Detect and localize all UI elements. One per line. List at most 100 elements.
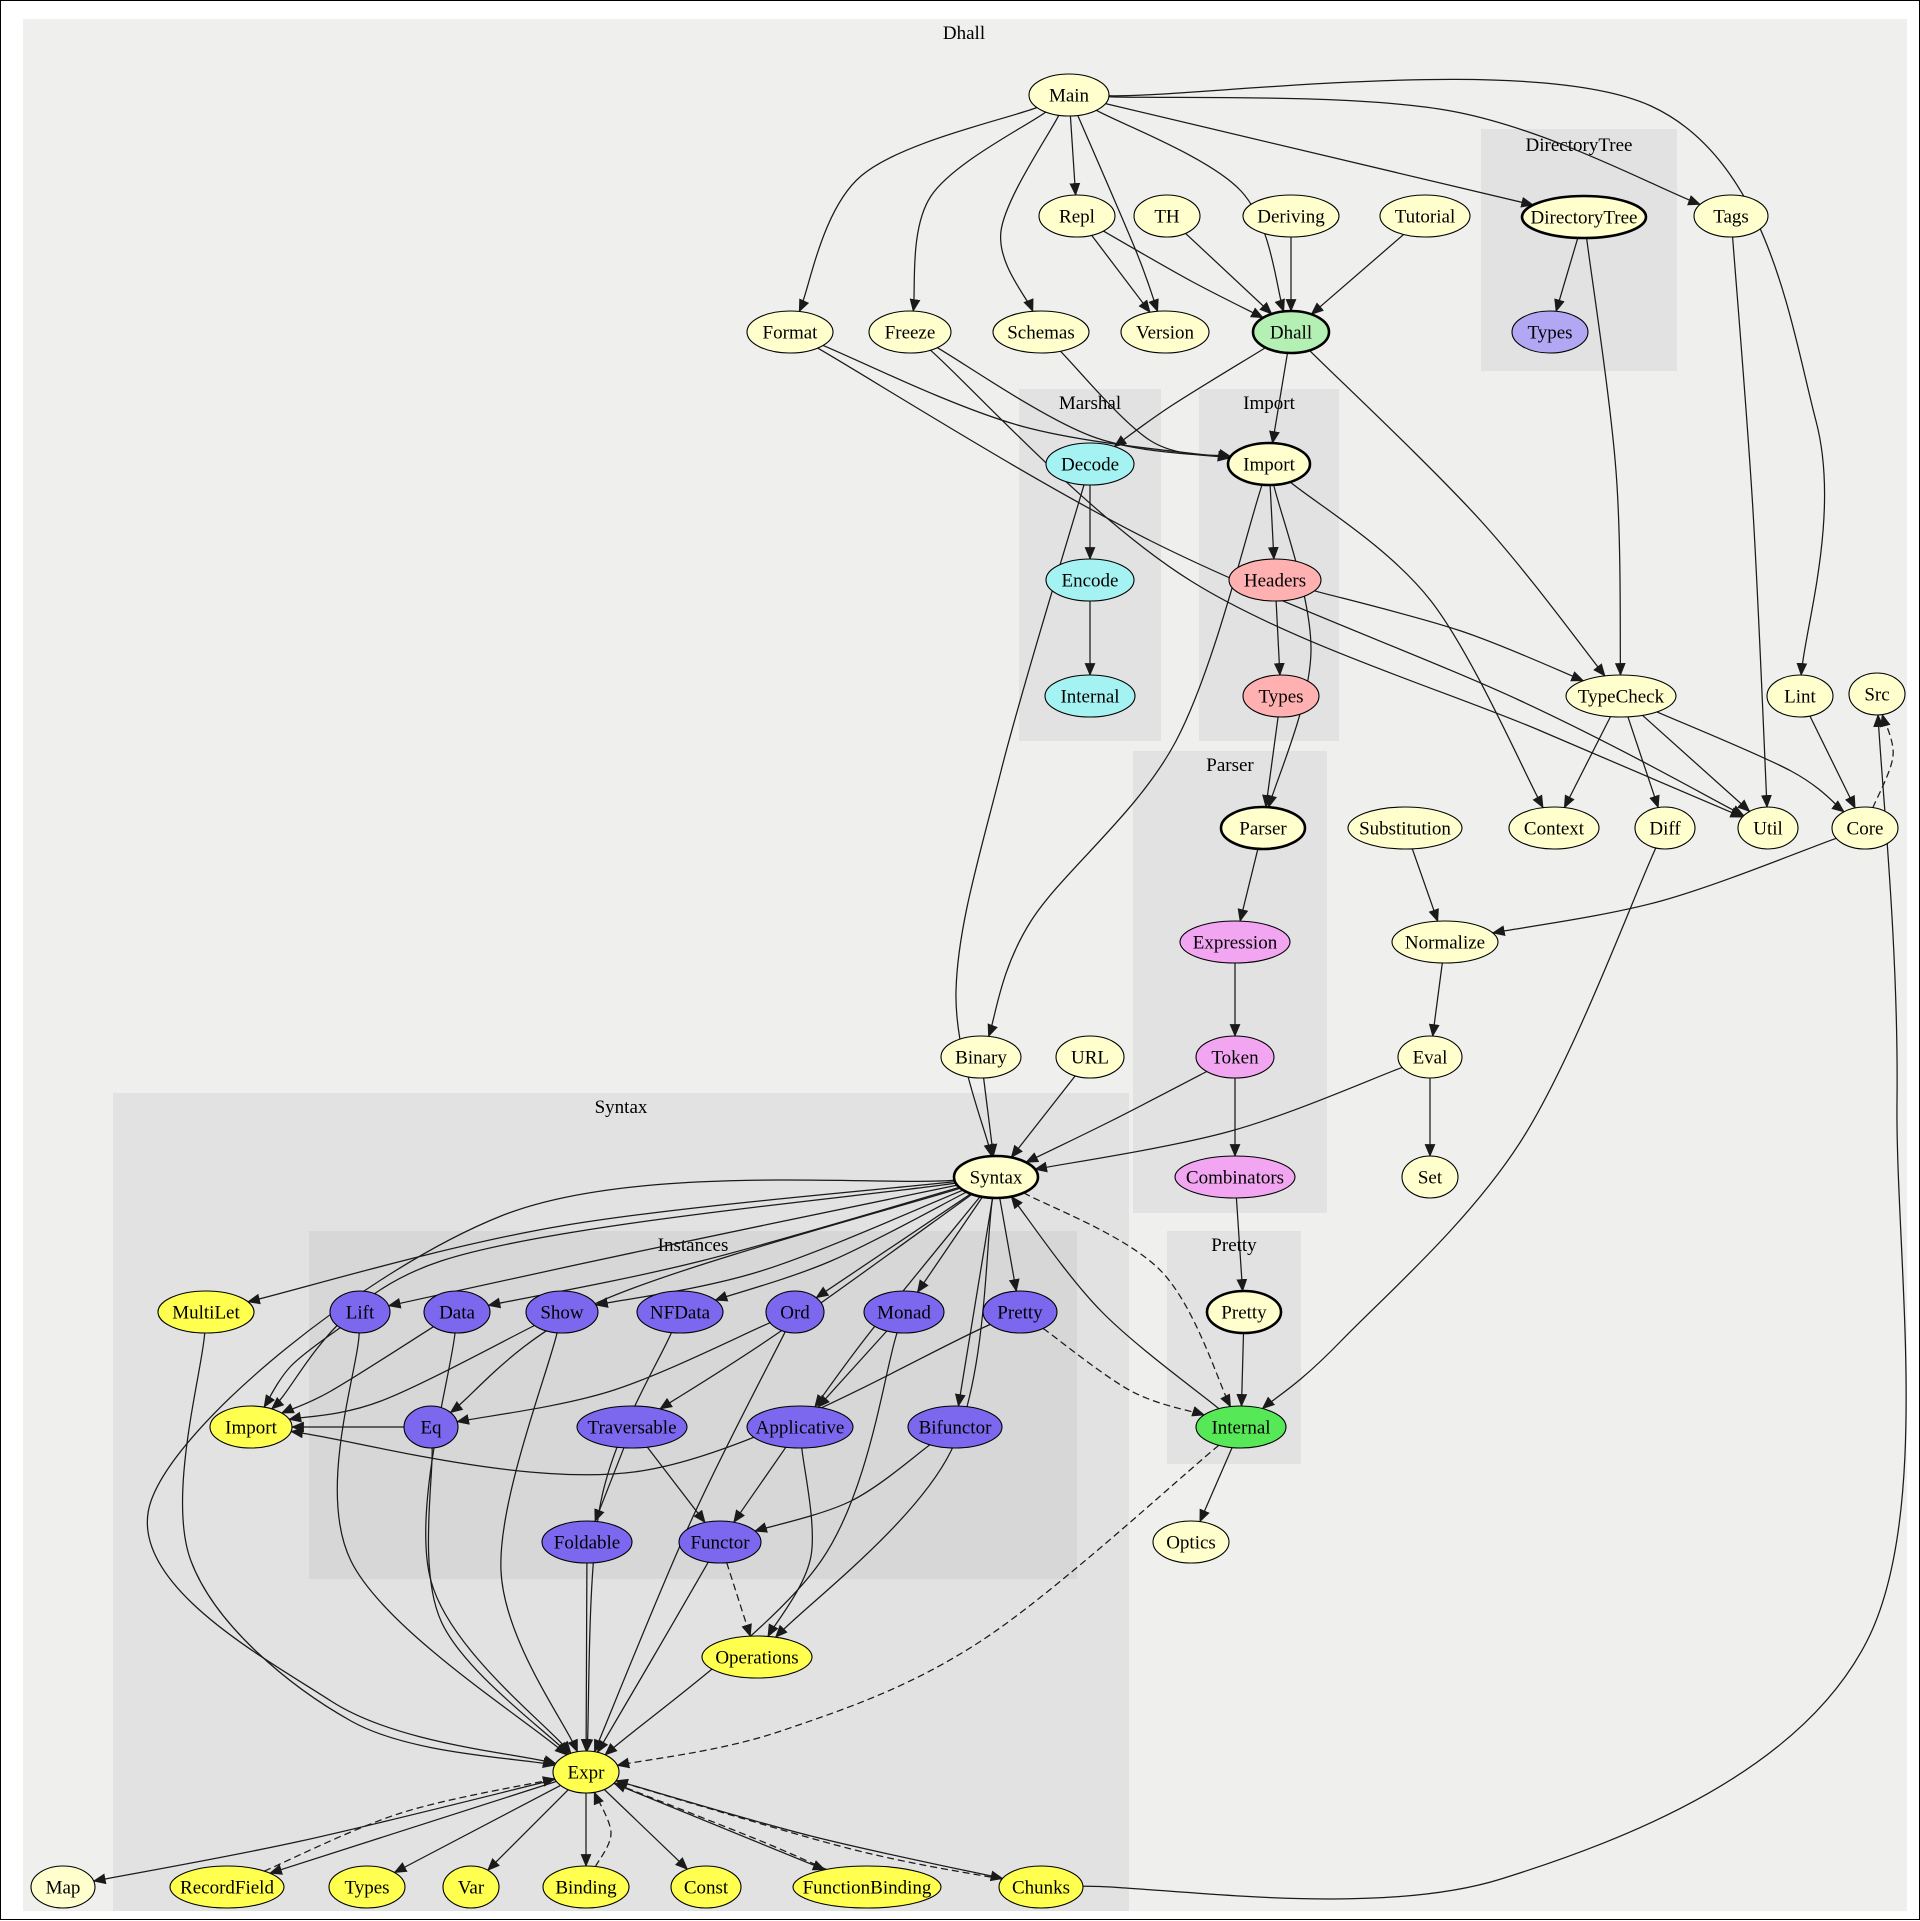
edge-schemas-import_i xyxy=(1059,350,1232,460)
edge-main-schemas xyxy=(1000,115,1060,313)
node-label-syntax: Syntax xyxy=(970,1168,1023,1189)
node-set: Set xyxy=(1401,1155,1459,1199)
node-deriving: Deriving xyxy=(1242,194,1340,238)
node-shape-url xyxy=(1055,1035,1125,1079)
node-import_s: Import xyxy=(209,1405,293,1449)
node-label-recordfield: RecordField xyxy=(180,1878,274,1899)
node-internal_p: Internal xyxy=(1195,1405,1287,1449)
node-label-format: Format xyxy=(763,323,819,344)
node-shape-freeze xyxy=(868,310,952,354)
node-label-show: Show xyxy=(540,1303,584,1324)
node-label-multilet: MultiLet xyxy=(172,1303,240,1324)
node-label-const: Const xyxy=(684,1878,729,1899)
node-shape-syntax xyxy=(952,1154,1040,1200)
node-label-directorytree: DirectoryTree xyxy=(1531,208,1638,229)
edge-applicative-operations xyxy=(767,1447,813,1638)
node-typecheck: TypeCheck xyxy=(1565,674,1677,718)
node-shape-types_s xyxy=(328,1865,406,1909)
node-shape-deriving xyxy=(1242,194,1340,238)
node-label-import_i: Import xyxy=(1243,455,1295,476)
node-applicative: Applicative xyxy=(746,1405,854,1449)
node-label-internal_m: Internal xyxy=(1060,687,1119,708)
node-label-monad: Monad xyxy=(877,1303,931,1324)
node-shape-lift xyxy=(329,1290,391,1334)
node-core: Core xyxy=(1831,806,1899,850)
edge-tags-util xyxy=(1731,236,1772,809)
edge-syntax-pretty_inst xyxy=(999,1197,1020,1293)
node-shape-util xyxy=(1737,806,1799,850)
edge-import_i-context xyxy=(1289,481,1544,809)
node-shape-functionbinding xyxy=(792,1865,942,1909)
node-label-eval: Eval xyxy=(1413,1048,1448,1069)
cluster-label-dhall: Dhall xyxy=(943,23,985,44)
node-tags: Tags xyxy=(1693,194,1769,238)
edge-eq-expr xyxy=(427,1447,570,1755)
node-shape-format xyxy=(746,310,834,354)
node-shape-pretty_inst xyxy=(982,1290,1058,1334)
edge-ord-expr xyxy=(593,1331,786,1753)
edge-directorytree-types_dt xyxy=(1554,237,1579,313)
node-label-util: Util xyxy=(1753,819,1783,840)
node-parser: Parser xyxy=(1219,805,1307,851)
cluster-label-instances: Instances xyxy=(658,1235,729,1256)
node-eval: Eval xyxy=(1397,1035,1463,1079)
edge-recordfield-expr xyxy=(264,1776,556,1872)
edge-main-format xyxy=(798,106,1038,313)
node-label-headers: Headers xyxy=(1244,571,1306,592)
edge-repl-version xyxy=(1091,235,1151,314)
node-label-import_s: Import xyxy=(225,1418,277,1439)
edge-main-lint xyxy=(1108,78,1826,677)
node-shape-tags xyxy=(1693,194,1769,238)
cluster-label-directorytree: DirectoryTree xyxy=(1526,135,1633,156)
node-data: Data xyxy=(423,1290,491,1334)
node-binary: Binary xyxy=(940,1035,1022,1079)
edge-import_i-headers xyxy=(1267,484,1279,561)
node-normalize: Normalize xyxy=(1391,920,1499,964)
cluster-label-marshal: Marshal xyxy=(1059,393,1121,414)
node-url: URL xyxy=(1055,1035,1125,1079)
edge-combinators-pretty_p xyxy=(1235,1197,1248,1293)
node-directorytree: DirectoryTree xyxy=(1520,194,1648,240)
node-functionbinding: FunctionBinding xyxy=(792,1865,942,1909)
cluster-label-parser: Parser xyxy=(1206,755,1254,776)
node-shape-pretty_p xyxy=(1205,1289,1283,1335)
edge-data-import_s xyxy=(280,1326,434,1414)
edge-chunks-expr xyxy=(614,1778,1003,1880)
node-chunks: Chunks xyxy=(998,1865,1084,1909)
node-shape-bifunctor xyxy=(907,1405,1003,1449)
node-label-normalize: Normalize xyxy=(1405,933,1485,954)
edge-show-expr xyxy=(500,1332,578,1753)
node-label-functor: Functor xyxy=(690,1533,750,1554)
node-main: Main xyxy=(1028,73,1110,117)
node-label-expr: Expr xyxy=(568,1763,606,1784)
edge-pretty_inst-import_s xyxy=(289,1323,991,1476)
edge-syntax-bifunctor xyxy=(954,1197,994,1408)
edge-normalize-eval xyxy=(1428,962,1443,1038)
edge-expr-map xyxy=(92,1778,556,1885)
edge-main-dhall xyxy=(1096,109,1285,313)
node-shape-normalize xyxy=(1391,920,1499,964)
edge-pretty_inst-internal_p xyxy=(1042,1327,1206,1417)
cluster-instances: Instances xyxy=(309,1231,1077,1579)
edge-functor-operations xyxy=(726,1562,752,1638)
edge-typecheck-context xyxy=(1563,716,1612,809)
node-shape-ord xyxy=(765,1290,825,1334)
edge-main-tags xyxy=(1108,96,1702,206)
node-shape-binding xyxy=(542,1865,630,1909)
node-pretty_inst: Pretty xyxy=(982,1290,1058,1334)
node-shape-dhall xyxy=(1251,309,1331,355)
node-label-operations: Operations xyxy=(715,1648,798,1669)
node-shape-schemas xyxy=(992,310,1090,354)
edge-multilet-expr xyxy=(181,1332,556,1769)
node-syntax: Syntax xyxy=(952,1154,1040,1200)
node-tutorial: Tutorial xyxy=(1379,194,1471,238)
node-bifunctor: Bifunctor xyxy=(907,1405,1003,1449)
node-label-pretty_p: Pretty xyxy=(1221,1303,1267,1324)
edge-foldable-expr xyxy=(580,1562,592,1753)
node-label-chunks: Chunks xyxy=(1012,1878,1070,1899)
node-substitution: Substitution xyxy=(1347,806,1463,850)
node-nfdata: NFData xyxy=(636,1290,724,1334)
node-operations: Operations xyxy=(701,1635,813,1679)
node-foldable: Foldable xyxy=(541,1520,633,1564)
